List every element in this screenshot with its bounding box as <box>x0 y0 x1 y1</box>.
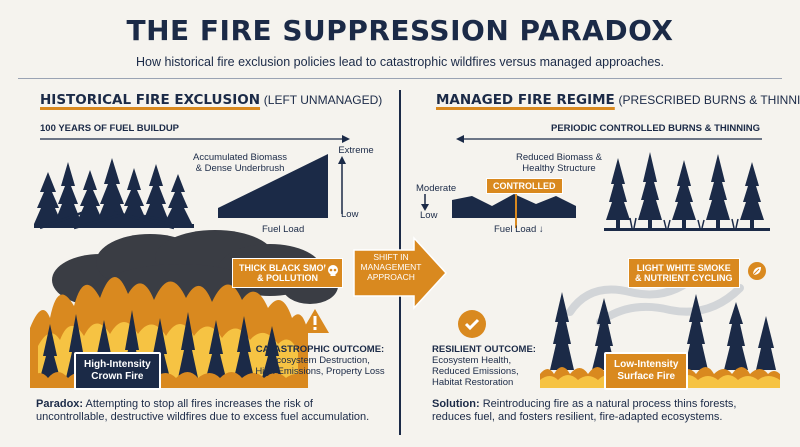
leaf-icon <box>748 262 766 280</box>
solution-text: Reintroducing fire as a natural process … <box>432 398 737 423</box>
controlled-tag: CONTROLLED <box>486 178 563 194</box>
catastrophic-title: CATASTROPHIC OUTCOME: <box>255 344 385 355</box>
right-axis-arrow <box>421 194 429 211</box>
surface-fire-label: Low-Intensity Surface Fire <box>604 352 689 390</box>
shift-line-2: MANAGEMENT <box>360 262 422 272</box>
left-section-heading: HISTORICAL FIRE EXCLUSION (LEFT UNMANAGE… <box>40 92 382 108</box>
skull-icon <box>324 262 342 280</box>
surface-line-1: Low-Intensity <box>614 359 679 370</box>
warning-icon <box>301 309 329 333</box>
right-fuel-load-chart <box>452 188 576 228</box>
paradox-statement: Paradox: Attempting to stop all fires in… <box>36 398 384 424</box>
solution-statement: Solution: Reintroducing fire as a natura… <box>432 398 772 424</box>
shift-line-1: SHIFT IN <box>373 252 409 262</box>
right-heading-sub: (PRESCRIBED BURNS & THINNING) <box>618 93 800 107</box>
down-arrow-icon: ↓ <box>538 224 544 235</box>
buildup-label: 100 YEARS OF FUEL BUILDUP <box>40 123 180 134</box>
reduced-line-1: Reduced Biomass & <box>515 152 603 163</box>
biomass-line-1: Accumulated Biomass <box>193 152 287 163</box>
left-buildup-arrow <box>40 135 350 143</box>
crown-fire-label: High-Intensity Crown Fire <box>74 352 161 390</box>
biomass-line-2: & Dense Underbrush <box>195 163 285 174</box>
left-fuel-load-label: Fuel Load <box>262 224 305 235</box>
resilient-title: RESILIENT OUTCOME: <box>432 344 536 355</box>
white-smoke-line-2: & NUTRIENT CYCLING <box>635 273 733 283</box>
right-axis-high: Moderate <box>416 183 457 194</box>
solution-label: Solution: <box>432 398 480 410</box>
catastrophic-outcome: CATASTROPHIC OUTCOME: Ecosystem Destruct… <box>250 344 390 377</box>
left-heading-main: HISTORICAL FIRE EXCLUSION <box>40 92 261 108</box>
crown-line-1: High-Intensity <box>84 359 151 370</box>
paradox-text: Attempting to stop all fires increases t… <box>36 398 370 423</box>
right-fuel-load-text: Fuel Load <box>494 224 537 235</box>
page-subtitle: How historical fire exclusion policies l… <box>135 55 665 69</box>
black-smoke-line-1: THICK BLACK SMOKE <box>239 263 336 273</box>
periodic-label: PERIODIC CONTROLLED BURNS & THINNING <box>551 123 760 134</box>
resilient-line-1: Ecosystem Health, <box>432 355 512 366</box>
resilient-line-2: Reduced Emissions, <box>432 366 519 377</box>
title-rule <box>18 78 782 79</box>
resilient-line-3: Habitat Restoration <box>432 377 514 388</box>
white-smoke-line-1: LIGHT WHITE SMOKE <box>636 263 731 273</box>
catastrophic-line-1: Ecosystem Destruction, <box>270 355 370 366</box>
catastrophic-line-2: High Emissions, Property Loss <box>255 366 385 377</box>
surface-line-2: Surface Fire <box>617 371 676 382</box>
right-periodic-arrow <box>456 135 762 143</box>
thinned-forest-illustration <box>604 152 770 231</box>
page-title: THE FIRE SUPPRESSION PARADOX <box>126 14 674 47</box>
right-heading-main: MANAGED FIRE REGIME <box>436 92 615 108</box>
checkmark-icon <box>458 310 486 338</box>
reduced-biomass-text: Reduced Biomass & Healthy Structure <box>508 152 610 174</box>
white-smoke-tag: LIGHT WHITE SMOKE & NUTRIENT CYCLING <box>628 258 740 288</box>
right-fuel-area <box>452 194 576 218</box>
shift-arrow <box>353 236 448 310</box>
shift-arrow-label: SHIFT IN MANAGEMENT APPROACH <box>358 252 424 282</box>
right-fuel-load-label: Fuel Load ↓ <box>494 224 544 235</box>
resilient-outcome: RESILIENT OUTCOME: Ecosystem Health, Red… <box>432 344 552 388</box>
left-axis-low: Low <box>341 209 359 220</box>
crown-line-2: Crown Fire <box>91 371 144 382</box>
biomass-text: Accumulated Biomass & Dense Underbrush <box>185 152 295 174</box>
left-heading-sub: (LEFT UNMANAGED) <box>263 93 383 107</box>
reduced-line-2: Healthy Structure <box>522 163 596 174</box>
black-smoke-line-2: & POLLUTION <box>257 273 318 283</box>
dense-forest-illustration <box>34 158 194 230</box>
left-fuel-area <box>218 154 328 218</box>
right-axis-low: Low <box>420 210 438 221</box>
right-section-heading: MANAGED FIRE REGIME (PRESCRIBED BURNS & … <box>436 92 800 108</box>
left-fuel-load-chart <box>218 154 346 218</box>
shift-line-3: APPROACH <box>367 272 415 282</box>
left-axis-high: Extreme <box>338 145 374 156</box>
paradox-label: Paradox: <box>36 398 84 410</box>
